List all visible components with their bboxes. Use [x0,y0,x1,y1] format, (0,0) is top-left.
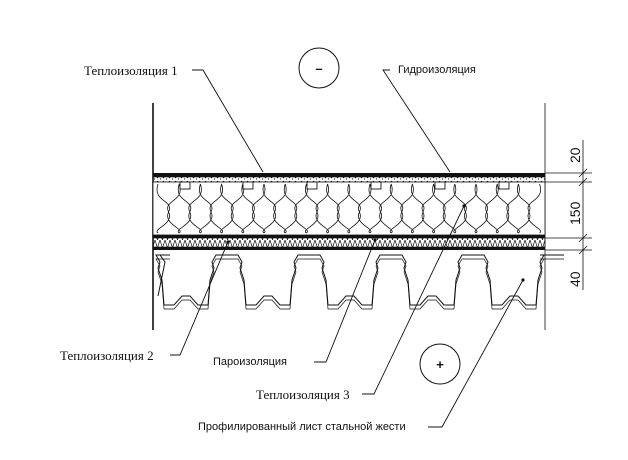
outside-sign: – [298,47,340,89]
wool-fiber-pattern [156,183,542,234]
seam-clip [370,181,382,190]
label-vapor-barrier: Пароизоляция [213,356,287,368]
vapor-barrier-layer [153,235,545,238]
leader-profiled-sheet [428,279,524,428]
insulation-1-layer [152,181,546,236]
leader-insulation-2 [170,241,229,356]
outside-sign-text: – [315,61,322,76]
leader-lines [170,69,525,428]
insulation-3-layer [152,237,546,250]
leader-insulation-3 [362,205,465,395]
label-insulation-2: Теплоизоляция 2 [60,348,154,363]
sheet-profile-inner [155,258,564,310]
seam-clip [434,181,446,190]
label-profiled-sheet: Профилированный лист стальной жести [198,421,406,433]
dimension-middle-layer: 150 [567,201,583,225]
seam-clip [498,181,510,190]
inside-sign-text: + [436,357,444,372]
label-waterproofing: Гидроизоляция [398,64,476,76]
label-insulation-1: Теплоизоляция 1 [84,63,178,78]
leader-vapor-barrier [314,239,376,363]
label-insulation-3: Теплоизоляция 3 [256,387,350,402]
profiled-steel-sheet [155,254,564,310]
seam-clip [306,181,318,190]
dimension-bottom-layer: 40 [567,271,583,287]
sheet-edge [157,254,166,297]
dimension-top-layer: 20 [567,147,583,163]
inside-sign: + [419,343,461,385]
leader-insulation-1 [192,69,264,173]
seam-clip [179,181,191,190]
dimension-chain: 20 150 40 [545,140,592,290]
waterproofing-layer [152,173,546,183]
leader-waterproofing [382,69,451,173]
seam-clip [242,181,254,190]
sheet-profile [155,254,564,306]
